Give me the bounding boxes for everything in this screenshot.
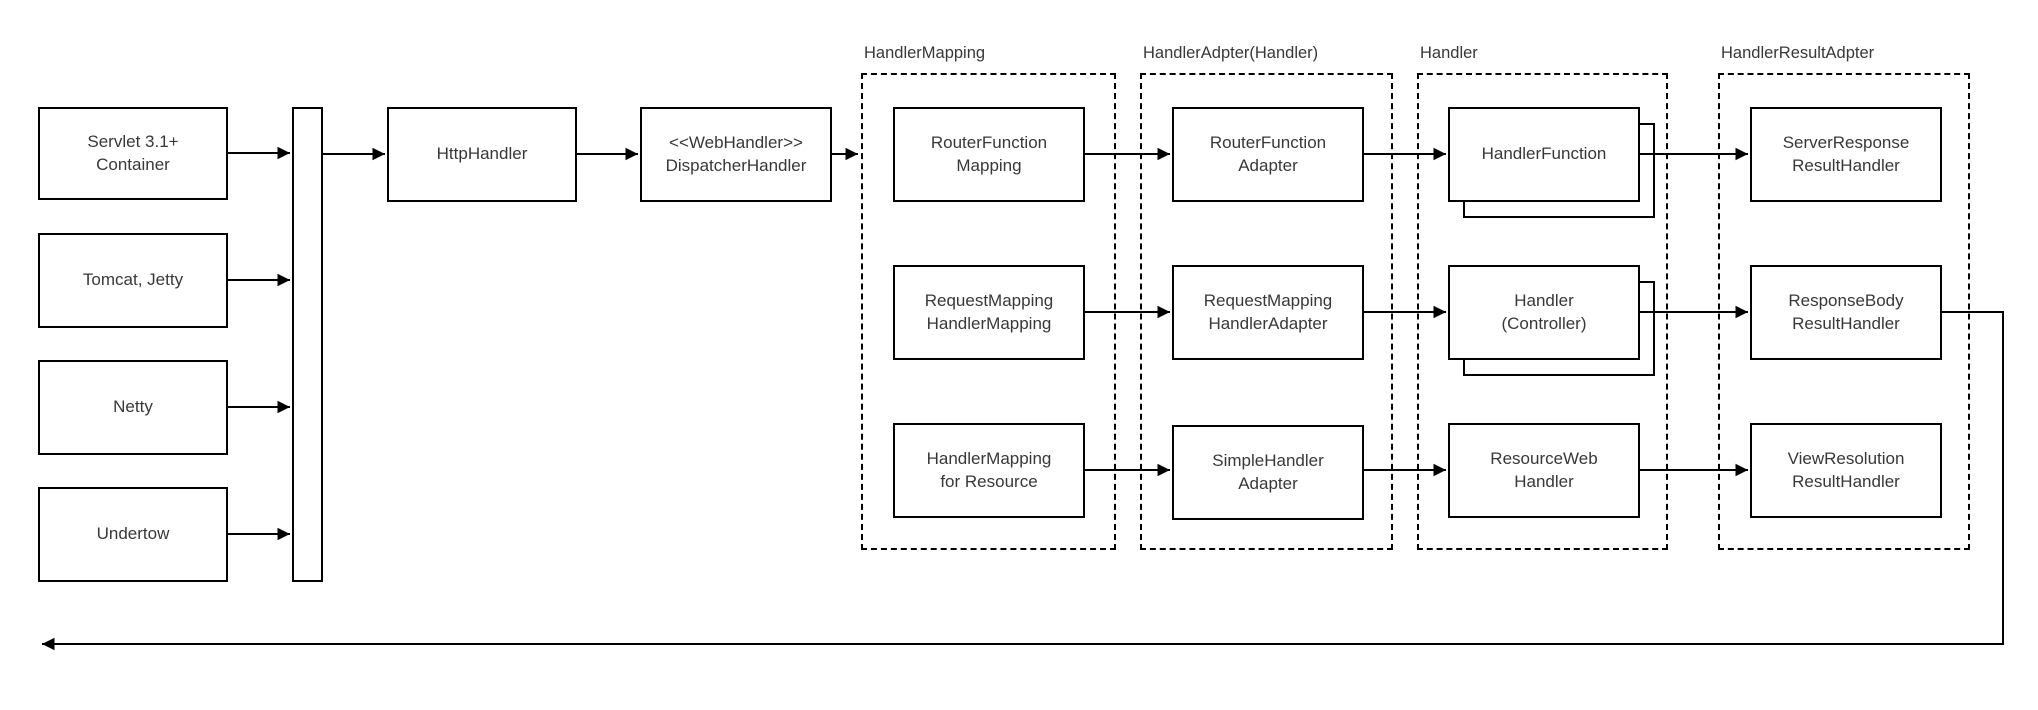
node-resource-web-handler: ResourceWeb Handler <box>1448 423 1640 518</box>
node-netty: Netty <box>38 360 228 455</box>
group-title-handler: Handler <box>1420 44 1478 62</box>
group-title-handler-result-adapter: HandlerResultAdpter <box>1721 44 1875 62</box>
node-handler-mapping-for-resource: HandlerMapping for Resource <box>893 423 1085 518</box>
group-handler-adapter: HandlerAdpter(Handler) RouterFunction Ad… <box>1140 44 1393 550</box>
node-undertow: Undertow <box>38 487 228 582</box>
group-handler: Handler HandlerFunction Handler (Control… <box>1417 44 1668 550</box>
node-http-handler: HttpHandler <box>387 107 577 202</box>
group-title-handler-mapping: HandlerMapping <box>864 44 986 62</box>
bus-bar <box>292 107 323 582</box>
node-handler-function: HandlerFunction <box>1448 107 1640 202</box>
node-servlet-container: Servlet 3.1+ Container <box>38 107 228 200</box>
group-handler-result-adapter: HandlerResultAdpter ServerResponse Resul… <box>1718 44 1970 550</box>
node-dispatcher-handler: <<WebHandler>> DispatcherHandler <box>640 107 832 202</box>
node-simple-handler-adapter: SimpleHandler Adapter <box>1172 425 1364 520</box>
node-request-mapping-handler-adapter: RequestMapping HandlerAdapter <box>1172 265 1364 360</box>
node-handler-controller: Handler (Controller) <box>1448 265 1640 360</box>
node-router-function-mapping: RouterFunction Mapping <box>893 107 1085 202</box>
group-handler-mapping: HandlerMapping RouterFunction Mapping Re… <box>861 44 1116 550</box>
group-title-handler-adapter: HandlerAdpter(Handler) <box>1143 44 1319 62</box>
node-response-body-result-handler: ResponseBody ResultHandler <box>1750 265 1942 360</box>
node-request-mapping-handler-mapping: RequestMapping HandlerMapping <box>893 265 1085 360</box>
node-view-resolution-result-handler: ViewResolution ResultHandler <box>1750 423 1942 518</box>
node-tomcat-jetty: Tomcat, Jetty <box>38 233 228 328</box>
node-server-response-result-handler: ServerResponse ResultHandler <box>1750 107 1942 202</box>
node-router-function-adapter: RouterFunction Adapter <box>1172 107 1364 202</box>
